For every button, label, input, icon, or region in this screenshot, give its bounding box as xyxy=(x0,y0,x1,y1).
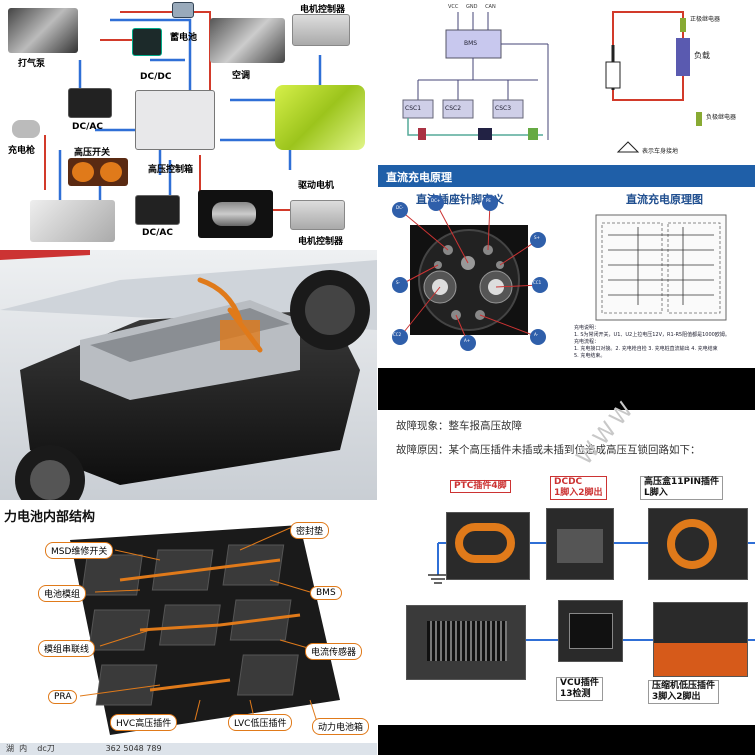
schematic-top-labels: VCC GND CAN xyxy=(448,4,496,10)
schematic-box-3: CSC3 xyxy=(495,105,512,112)
photo-ptc xyxy=(446,512,530,580)
motor-controller-top xyxy=(292,14,350,46)
callout-box: 动力电池箱 xyxy=(312,718,370,735)
circuit-schematics: VCC GND CAN BMS CSC1 CSC2 CSC3 正极继电器 负载 … xyxy=(378,0,755,165)
pin-label-cc2: CC2 xyxy=(393,332,402,337)
callout-current-sensor: 电流传感器 xyxy=(305,643,363,660)
label-dcdc: DC/DC xyxy=(140,72,172,82)
fault-symptom: 故障现象：整车报高压故障 xyxy=(396,420,522,432)
air-pump xyxy=(8,8,78,53)
drive-motor xyxy=(275,85,365,150)
label-motor-ctrl-bottom: 电机控制器 xyxy=(298,237,344,247)
label-dcac-bottom: DC/AC xyxy=(142,228,173,238)
schematic-label-can: CAN xyxy=(485,4,496,10)
note-line: 1. S为常闭开关，U1、U2上拉电压12V，R1-R5阻值都是1000欧姆。 xyxy=(574,332,730,338)
dc-connector-pinout xyxy=(392,195,727,351)
schematic-drawing xyxy=(402,11,702,153)
battery-internal-structure: 力电池内部结构 MSD维修开关 密封垫 电池模组 BMS 模组串联线 电流传感器 xyxy=(0,500,377,755)
charging-notes: 充电说明： 1. S为常闭开关，U1、U2上拉电压12V，R1-R5阻值都是10… xyxy=(574,325,750,360)
photo-label-vcu: VCU插件 13检测 xyxy=(556,677,603,701)
pin-label-aplus: A+ xyxy=(464,338,471,343)
charge-gun xyxy=(12,120,40,138)
fault-cause: 故障原因：某个高压插件未插或未插到位造成高压互锁回路如下： xyxy=(396,444,701,456)
schematic-ground: 表示车身接地 xyxy=(642,148,679,155)
pin-label-splus: S+ xyxy=(534,235,540,240)
callout-pra: PRA xyxy=(48,690,78,704)
schematic-label-gnd: GND xyxy=(466,4,478,10)
photo-label-hvbox: 高压盒11PIN插件 L脚入 xyxy=(640,476,724,500)
hv-fault-slide: 故障现象：整车报高压故障 故障原因：某个高压插件未插或未插到位造成高压互锁回路如… xyxy=(378,380,755,755)
photo-dcdc xyxy=(546,508,614,580)
schematic-relay-neg: 负极继电器 xyxy=(706,114,737,121)
photo-vcu-connector xyxy=(406,605,526,680)
dcac-bottom-unit xyxy=(135,195,180,225)
label-battery: 蓄电池 xyxy=(170,33,198,43)
photo-compressor xyxy=(653,602,748,677)
panel-c-footer: 湖 内 dc刀 362 5048 789 xyxy=(0,743,377,755)
callout-hvc: HVC高压插件 xyxy=(110,714,178,731)
schematic-label-vcc: VCC xyxy=(448,4,459,10)
motor-photo xyxy=(198,190,273,238)
slide-right-title: 直流充电原理图 xyxy=(626,193,703,206)
schematic-load: 负载 xyxy=(694,51,710,60)
battery-tray-illustration xyxy=(70,525,340,735)
dcac-left-unit xyxy=(68,88,112,118)
label-aircon: 空调 xyxy=(232,71,251,81)
photo-label-dcdc: DCDC 1脚入2脚出 xyxy=(550,476,607,500)
small-module xyxy=(172,2,194,18)
hv-control-box xyxy=(135,90,215,150)
slide-bottom-bar xyxy=(378,368,755,380)
hv-switch-unit xyxy=(68,158,128,186)
aircon-compressor xyxy=(210,18,285,63)
note-line: 充电说明： xyxy=(574,325,600,331)
battery-pack-photo xyxy=(0,250,377,500)
schematic-relay-pos: 正极继电器 xyxy=(690,16,721,23)
battery-pack-illustration xyxy=(0,250,377,500)
pin-label-dcplus: DC+ xyxy=(431,198,441,203)
slide-header: 直流充电原理 xyxy=(378,165,755,187)
callout-msd: MSD维修开关 xyxy=(45,542,114,559)
label-pump: 打气泵 xyxy=(18,59,46,69)
pin-label-sminus: S- xyxy=(396,280,400,285)
callout-series: 模组串联线 xyxy=(38,640,96,657)
label-dcac-left: DC/AC xyxy=(72,122,103,132)
label-hv-switch: 高压开关 xyxy=(74,148,111,158)
photo-label-ptc: PTC插件4脚 xyxy=(450,480,511,493)
photo-hvbox xyxy=(648,508,748,580)
label-charge-gun: 充电枪 xyxy=(8,146,36,156)
charger-unit xyxy=(30,200,115,242)
schematic-box-1: CSC1 xyxy=(405,105,422,112)
label-drive-motor: 驱动电机 xyxy=(298,181,335,191)
note-line: 5. 充电结束。 xyxy=(574,353,606,359)
fault-bottom-bar xyxy=(378,725,755,755)
photo-label-compressor: 压缩机低压插件 3脚入2脚出 xyxy=(648,680,720,704)
panel-c-title: 力电池内部结构 xyxy=(4,510,96,525)
motor-controller-bottom xyxy=(290,200,345,230)
pin-label-aminus: A- xyxy=(534,332,539,337)
ev-system-diagram: 打气泵 蓄电池 电机控制器 DC/DC 空调 DC/AC 充电枪 高压开关 高压… xyxy=(0,0,377,250)
note-line: 充电流程： xyxy=(574,339,600,345)
label-motor-ctrl-top: 电机控制器 xyxy=(300,5,346,15)
callout-seal: 密封垫 xyxy=(290,522,330,539)
pin-label-pe: PE xyxy=(486,198,491,203)
label-hv-box: 高压控制箱 xyxy=(148,165,194,175)
schematic-box-2: CSC2 xyxy=(445,105,462,112)
callout-bms: BMS xyxy=(310,586,342,600)
callout-module: 电池模组 xyxy=(38,585,87,602)
note-line: 1. 充电接口对接。2. 充电枪自检 3. 充电桩直流输出 4. 充电结束 xyxy=(574,346,718,352)
pin-label-cc1: CC1 xyxy=(533,280,542,285)
pin-label-dcminus: DC- xyxy=(396,205,404,210)
callout-lvc: LVC低压插件 xyxy=(228,714,293,731)
schematic-main-box-label: BMS xyxy=(464,40,478,47)
battery-12v xyxy=(132,28,162,56)
dc-charging-slide: 直流充电原理 直流插座针脚定义 直流充电原理图 xyxy=(378,165,755,380)
fault-top-bar xyxy=(378,380,755,410)
photo-vcu xyxy=(558,600,623,662)
